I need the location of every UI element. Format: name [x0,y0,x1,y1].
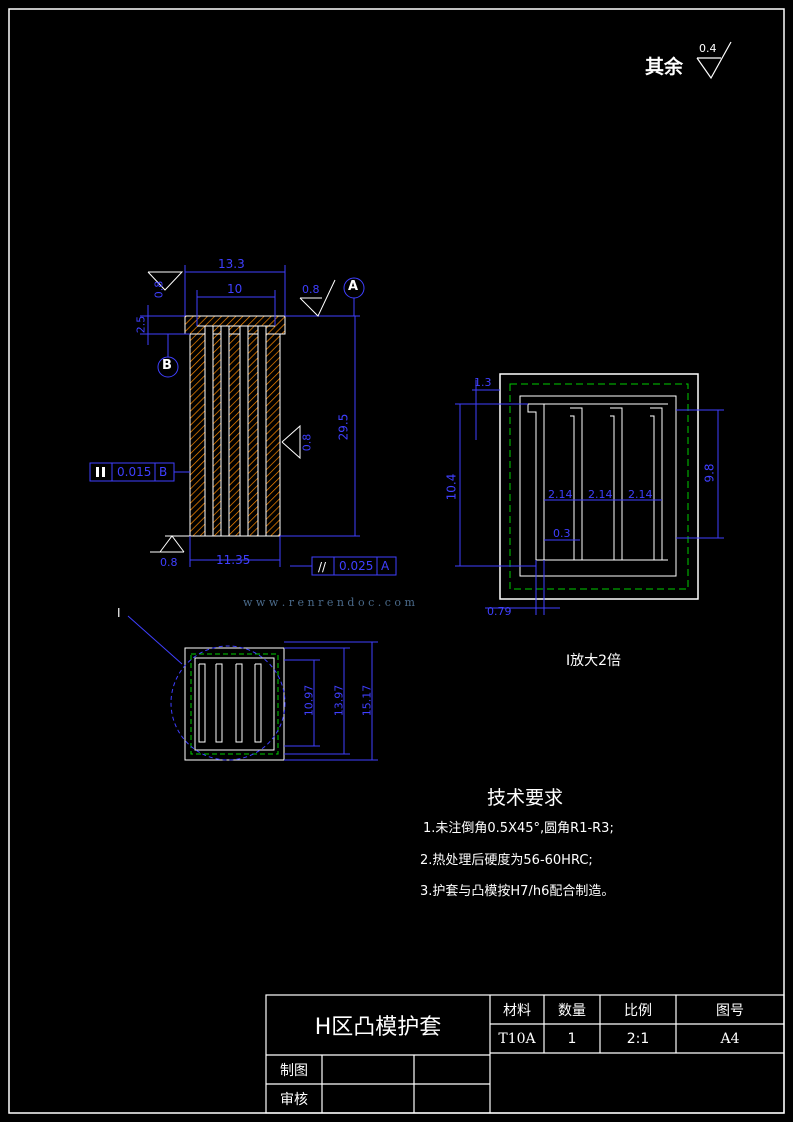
checked-label: 审核 [280,1091,308,1108]
detail-dim-gap3: 2.14 [628,488,653,501]
requirement-2: 2.热处理后硬度为56-60HRC; [420,853,593,868]
perp-ref: B [159,465,168,479]
part-name: H区凸模护套 [314,1015,442,1040]
front-dims [89,265,397,576]
datum-a-label: A [348,279,359,294]
detail-dim-gap1: 2.14 [548,488,573,501]
datum-b-label: B [162,358,172,373]
detail-dim-height-right: 9.8 [702,463,717,483]
detail-dim-bottom: 0.79 [487,605,512,618]
dim-inner-width: 10 [227,282,243,296]
detail-dim-gap2: 2.14 [588,488,613,501]
surface-value: 0.4 [699,42,717,55]
section-i-label: I [117,606,121,620]
detail-dim-top: 1.3 [474,376,492,389]
roughness-symbol [696,41,732,80]
par-tol: 0.025 [339,559,374,573]
drawing-no-label: 图号 [716,1002,744,1019]
dim-top-width: 13.3 [218,257,245,271]
detail-view [455,373,724,615]
requirement-1: 1.未注倒角0.5X45°,圆角R1-R3; [423,821,614,836]
detail-dim-height-left: 10.4 [444,473,459,501]
svg-text://: // [318,560,327,574]
requirement-3: 3.护套与凸模按H7/h6配合制造。 [420,884,615,899]
scale-label: 比例 [624,1002,652,1019]
qty-label: 数量 [558,1002,586,1019]
dim-bottom-rough: 0.8 [160,556,178,569]
requirements-title: 技术要求 [487,787,564,809]
surface-label: 其余 [645,56,684,78]
scale-value: 2:1 [626,1030,650,1047]
front-view [165,315,290,537]
perp-tol: 0.015 [117,465,152,479]
material-label: 材料 [503,1002,531,1019]
plan-view [127,615,378,761]
material-value: T10A [498,1030,536,1047]
dim-bottom-width: 11.35 [216,553,251,567]
title-block-lines [265,994,785,1114]
drawing-no-value: A4 [720,1030,740,1047]
front-roughness [147,271,336,553]
detail-caption: I放大2倍 [566,653,622,669]
dim-side-rough: 0.8 [300,433,314,452]
dim-left-rough: 0.8 [152,280,166,299]
plan-dim-1: 10.97 [302,684,316,717]
plan-dim-2: 13.97 [332,684,346,717]
qty-value: 1 [567,1030,577,1047]
dim-right-rough: 0.8 [302,283,320,296]
plan-dim-3: 15.17 [360,684,374,717]
drawn-label: 制图 [280,1062,308,1079]
dim-shoulder: 2.5 [134,315,148,334]
dim-height: 29.5 [336,413,351,441]
watermark-url: w w w . r e n r e n d o c . c o m [243,596,415,609]
detail-dim-slot: 0.3 [553,527,571,540]
par-ref: A [381,559,390,573]
